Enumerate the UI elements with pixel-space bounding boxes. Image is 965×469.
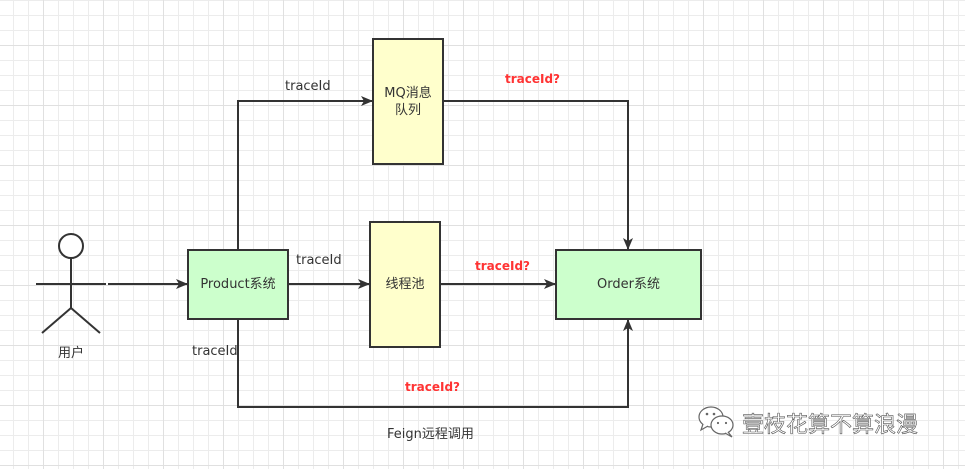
edge-label-product-feign: traceId [192, 344, 238, 359]
node-mq-queue-label: MQ消息 队列 [384, 85, 431, 119]
edge-label-mq-to-order: traceId? [505, 72, 561, 86]
node-thread-pool-label: 线程池 [385, 277, 425, 292]
actor-leg-right [70, 307, 101, 334]
node-order-system[interactable]: Order系统 [555, 249, 702, 320]
edge-label-feign-to-order: traceId? [405, 380, 461, 394]
node-product-system[interactable]: Product系统 [187, 249, 289, 320]
actor-head [58, 233, 84, 259]
edge-caption-feign: Feign远程调用 [387, 427, 474, 442]
watermark-text: 壹枝花算不算浪漫 [742, 413, 919, 439]
node-mq-queue[interactable]: MQ消息 队列 [372, 38, 444, 165]
edge-label-product-to-mq: traceId [285, 79, 331, 94]
wechat-icon [698, 406, 734, 438]
node-thread-pool[interactable]: 线程池 [369, 221, 441, 348]
node-mq-queue-label-line1: MQ消息 [384, 85, 432, 101]
edge-mq-to-order [443, 100, 633, 250]
edge-label-thread-pool-to-order: traceId? [475, 259, 531, 273]
node-mq-queue-label-line2: 队列 [394, 102, 421, 118]
edge-feign-to-order [237, 319, 633, 408]
edge-product-to-mq [237, 96, 373, 249]
actor-figure [36, 233, 106, 334]
actor-label: 用户 [58, 346, 85, 361]
node-order-system-label: Order系统 [597, 277, 660, 292]
node-product-system-label: Product系统 [200, 277, 276, 292]
edge-label-product-to-thread-pool: traceId [296, 253, 342, 268]
actor-leg-left [41, 307, 72, 334]
